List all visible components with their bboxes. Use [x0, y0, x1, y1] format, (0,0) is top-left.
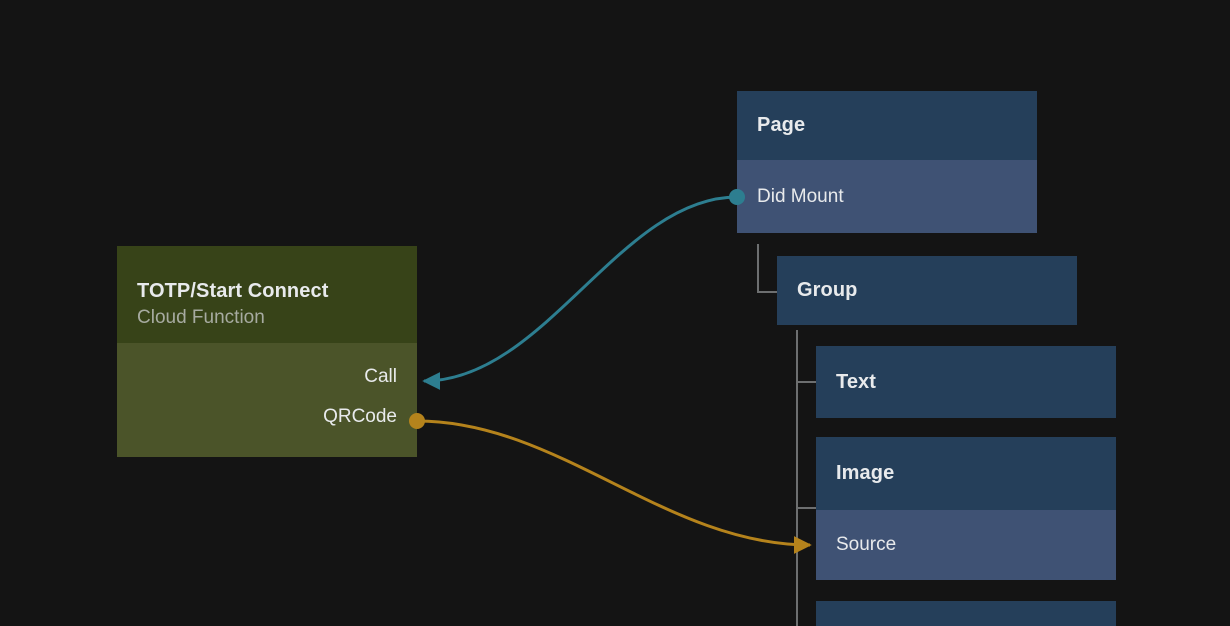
node-title: Text	[836, 370, 877, 393]
port-row-source[interactable]: Source	[816, 510, 1116, 580]
node-title: TOTP/Start Connect	[137, 280, 329, 302]
port-label-call: Call	[364, 366, 397, 387]
edge-qrcode-to-source	[416, 419, 812, 554]
node-header-function[interactable]: TOTP/Start Connect Cloud Function	[117, 246, 417, 343]
node-partial-offscreen[interactable]	[816, 601, 1116, 626]
node-title: Page	[757, 114, 806, 136]
node-header-partial	[816, 601, 1116, 626]
node-header-image[interactable]: Image	[816, 437, 1116, 510]
tree-line-group-to-image	[796, 507, 816, 509]
node-image[interactable]: Image Source	[816, 437, 1116, 580]
node-page[interactable]: Page Did Mount	[737, 91, 1037, 233]
tree-line-group-to-text	[796, 381, 816, 383]
port-row-call[interactable]: Call	[117, 357, 417, 397]
port-row-did-mount[interactable]: Did Mount	[737, 160, 1037, 233]
edge-did-mount-to-call	[422, 195, 738, 390]
node-header-page[interactable]: Page	[737, 91, 1037, 160]
node-text[interactable]: Text	[816, 346, 1116, 418]
node-title: Image	[836, 462, 895, 484]
tree-line-page-to-group-vertical	[757, 244, 759, 293]
node-group[interactable]: Group	[777, 256, 1077, 325]
port-label-source: Source	[836, 534, 897, 555]
port-label-qrcode: QRCode	[323, 406, 397, 427]
node-header-text[interactable]: Text	[816, 346, 1116, 418]
port-label-did-mount: Did Mount	[757, 185, 844, 207]
node-body-function: Call QRCode	[117, 343, 417, 457]
node-subtitle: Cloud Function	[137, 307, 265, 328]
node-header-group[interactable]: Group	[777, 256, 1077, 325]
tree-line-page-to-group-horizontal	[757, 291, 777, 293]
node-totp-start-connect[interactable]: TOTP/Start Connect Cloud Function Call Q…	[117, 246, 417, 457]
port-row-qrcode[interactable]: QRCode	[117, 397, 417, 437]
node-title: Group	[797, 279, 858, 301]
tree-line-group-trunk	[796, 330, 798, 626]
